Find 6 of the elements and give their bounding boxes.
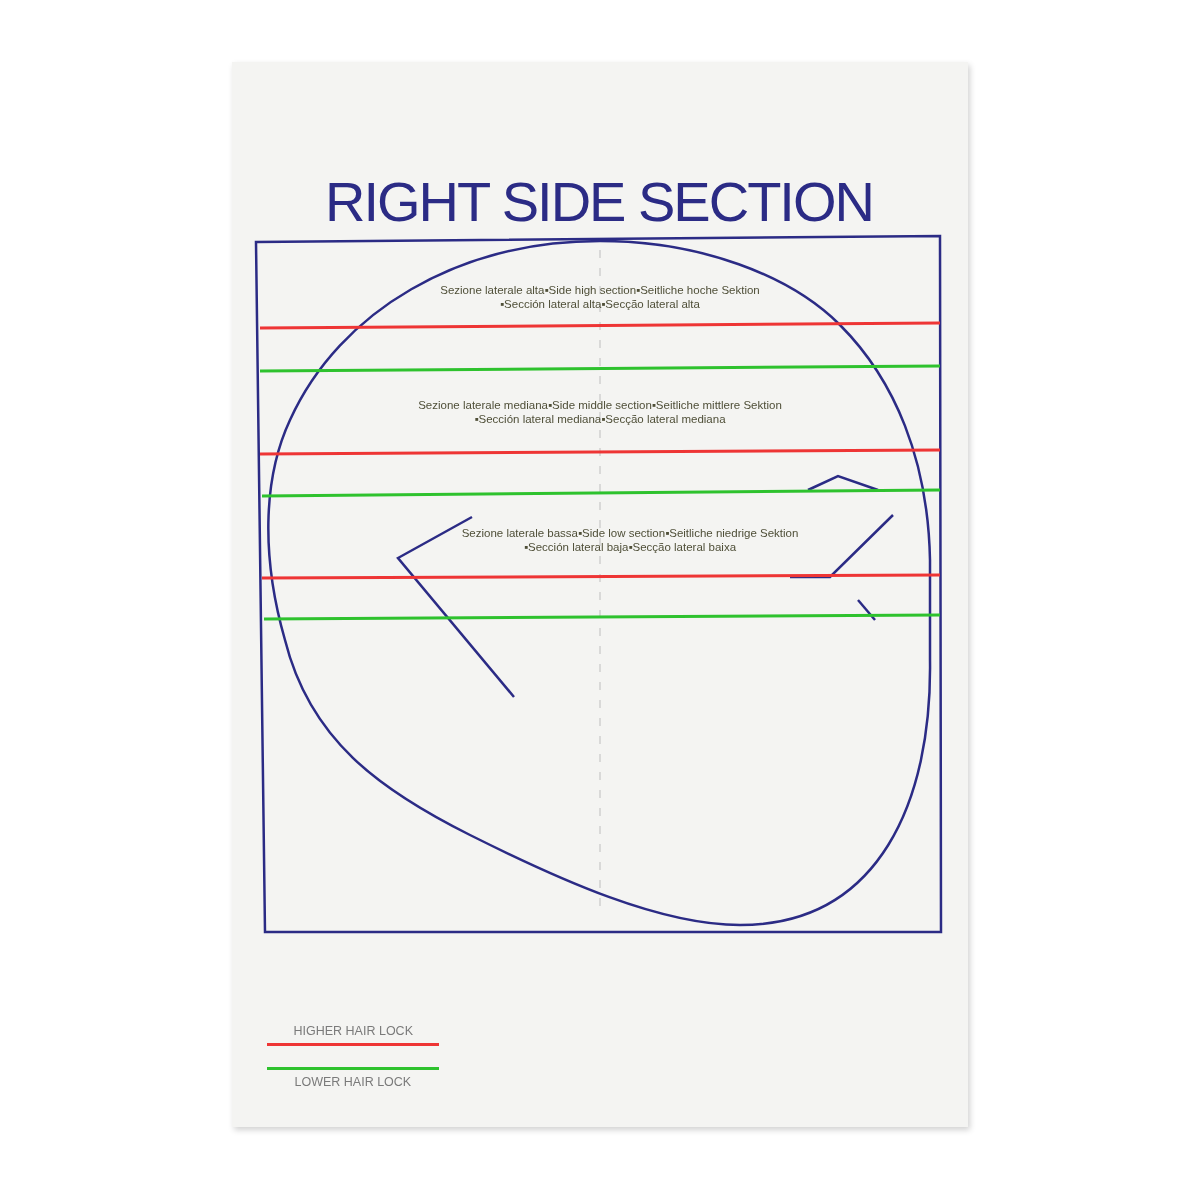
legend-label: LOWER HAIR LOCK bbox=[294, 1075, 412, 1090]
section-label: Sezione laterale mediana▪Side middle section▪Seitliche mittlere Sektion ▪Sección lateral mediana▪Secção lateral mediana bbox=[417, 398, 783, 426]
section-label: Sezione laterale alta▪Side high section▪Seitliche hoche Sektion ▪Sección lateral alta▪Secção lateral alta bbox=[439, 283, 761, 311]
section-label: Sezione laterale bassa▪Side low section▪Seitliche niedrige Sektion ▪Sección lateral baja▪Secção lateral baixa bbox=[460, 526, 800, 554]
title: RIGHT SIDE SECTION bbox=[325, 172, 873, 232]
legend-label: HIGHER HAIR LOCK bbox=[293, 1024, 413, 1039]
